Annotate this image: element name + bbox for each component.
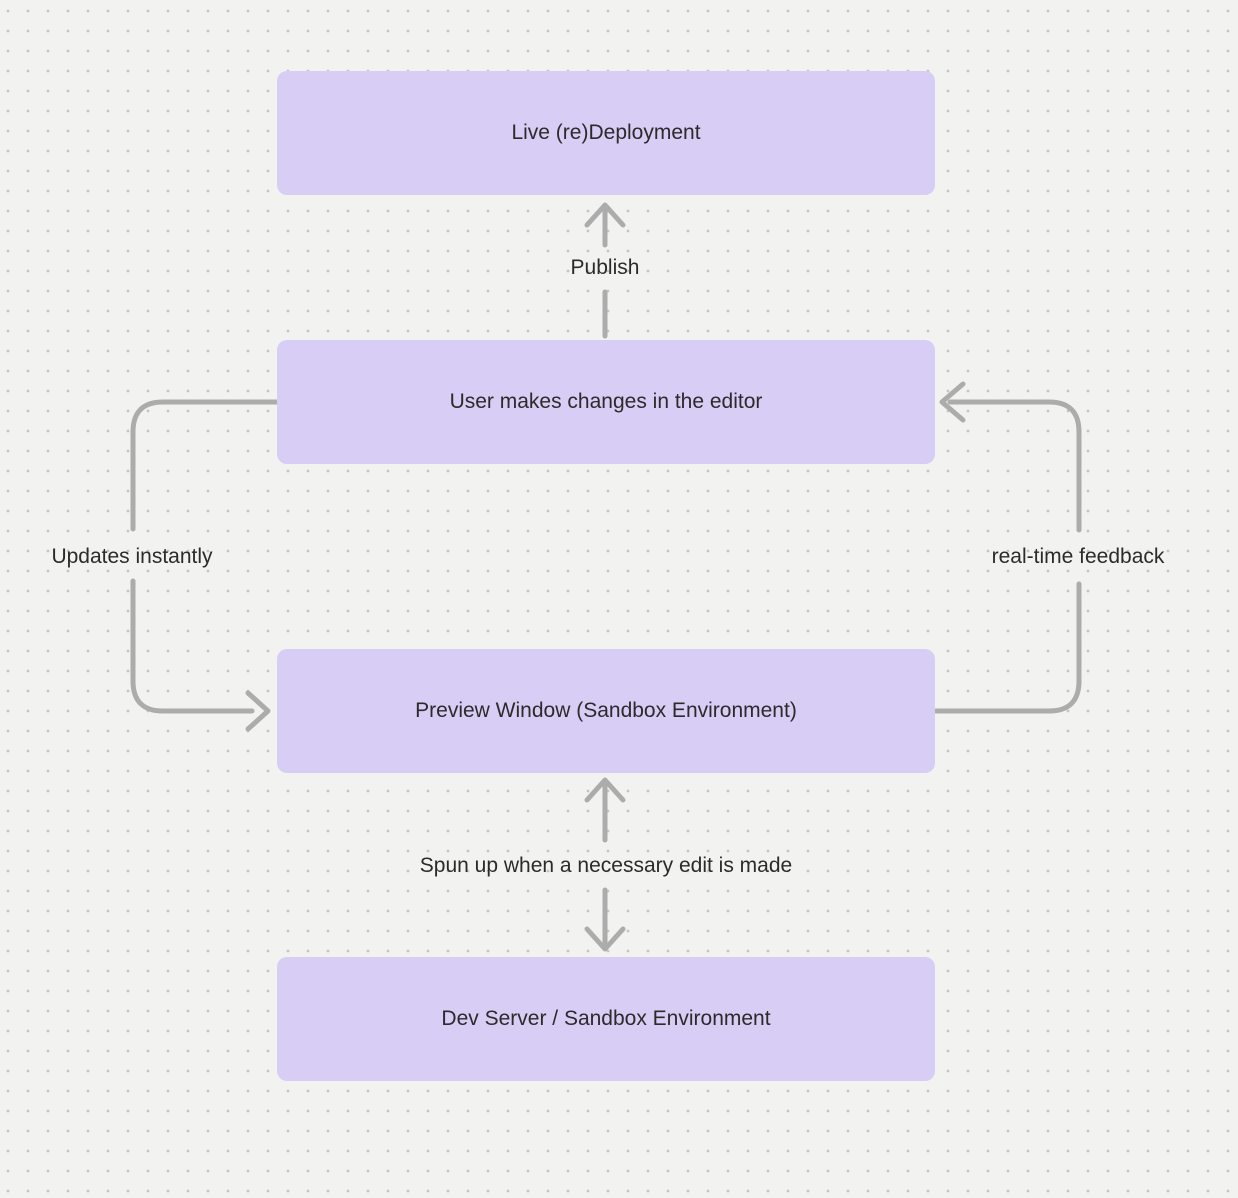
node-dev-server[interactable]: Dev Server / Sandbox Environment [277,957,935,1081]
node-live-deployment-label: Live (re)Deployment [511,120,701,144]
node-editor[interactable]: User makes changes in the editor [277,340,935,464]
edge-updates-upper-segment [130,399,280,532]
edge-feedback-lower-segment [933,581,1082,714]
arrowhead-up-icon [584,777,626,803]
edge-label-realtime-feedback: real-time feedback [991,545,1165,568]
edge-label-publish: Publish [570,256,640,279]
arrowhead-left-icon [939,381,966,423]
edge-feedback-upper-segment [947,399,1082,533]
edge-updates-lower-segment [130,578,255,714]
arrowhead-right-icon [245,690,271,732]
node-dev-server-label: Dev Server / Sandbox Environment [441,1006,771,1030]
arrowhead-up-icon [584,202,626,228]
node-live-deployment[interactable]: Live (re)Deployment [277,71,935,195]
node-editor-label: User makes changes in the editor [449,389,763,413]
edge-label-spun-up: Spun up when a necessary edit is made [419,854,793,877]
node-preview-window[interactable]: Preview Window (Sandbox Environment) [277,649,935,773]
arrowhead-down-icon [584,926,626,952]
node-preview-window-label: Preview Window (Sandbox Environment) [415,698,797,722]
edge-label-updates-instantly: Updates instantly [51,545,213,568]
